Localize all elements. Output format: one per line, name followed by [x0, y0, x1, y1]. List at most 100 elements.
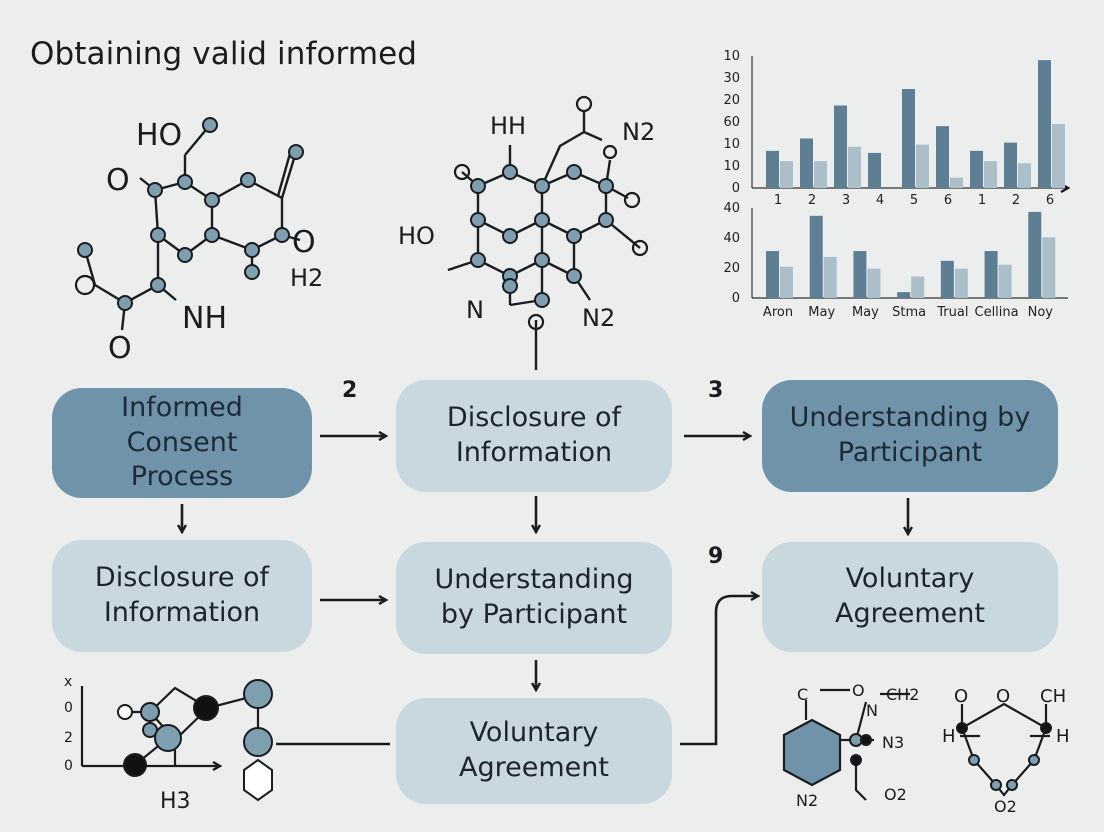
y-tick-label: 40: [723, 231, 740, 246]
y-tick-label: 10: [723, 159, 740, 174]
y-tick-label: 60: [723, 115, 740, 130]
label-n2: N2: [796, 791, 818, 810]
diagram-title: Obtaining valid informed: [30, 36, 418, 72]
label-h: H: [1056, 726, 1070, 747]
box-label: Voluntary Agreement: [459, 717, 609, 783]
x-tick-label: 1: [774, 193, 782, 208]
x-tick-label: 2: [808, 193, 816, 208]
label-n: N: [866, 701, 878, 720]
label-o2: O2: [994, 797, 1017, 816]
y-tick-label: 10: [723, 49, 740, 64]
bar: [766, 251, 779, 298]
molecule-left-labels: HO O O H2 NH O: [106, 118, 323, 366]
box-disclosure-bottom: Disclosure of Information: [52, 540, 312, 652]
molecule-bottom-right-a-nodes: [849, 733, 872, 766]
bar: [950, 177, 963, 188]
bar: [998, 264, 1012, 298]
step-number: 3: [708, 378, 724, 403]
x-tick-label: 2: [1012, 193, 1020, 208]
tick-2: 2: [64, 730, 73, 746]
bar: [916, 144, 929, 188]
molecule-left: [83, 124, 301, 331]
bar: [809, 215, 823, 298]
arrow-b6-b7: [680, 596, 758, 746]
box-voluntary-right: Voluntary Agreement: [762, 542, 1058, 652]
y-tick-label: 0: [732, 181, 740, 196]
y-tick-label: 0: [732, 291, 740, 306]
bar: [1004, 142, 1017, 188]
molecule-center-nodes: [470, 164, 614, 308]
tick-0: 0: [64, 758, 73, 774]
box-label: Disclosure of Information: [446, 402, 622, 468]
bar: [970, 150, 983, 188]
open-node: [74, 274, 96, 296]
bar: [902, 89, 915, 188]
molecule-bottom-right-b: [960, 702, 1050, 797]
x-tick-label: May: [852, 305, 879, 320]
x-tick-label: Trual: [936, 305, 968, 320]
label-ch2: CH2: [886, 685, 919, 704]
y-tick-label: 40: [723, 201, 740, 216]
y-tick-label: 30: [723, 71, 740, 86]
bar: [868, 152, 881, 188]
bar: [940, 260, 954, 298]
box-understanding-top: Understanding by Participant: [762, 380, 1058, 492]
box-label: Understanding by Participant: [789, 402, 1031, 468]
box-disclosure-top: Disclosure of Information: [396, 380, 672, 492]
bar: [1018, 163, 1031, 188]
x-tick-label: Cellina: [975, 305, 1019, 320]
bar: [867, 268, 881, 298]
label-ch: CH: [1040, 686, 1066, 707]
x-tick-label: May: [808, 305, 835, 320]
bar: [1052, 124, 1065, 188]
bar: [1038, 60, 1051, 188]
x-tick-label: Stma: [892, 305, 926, 320]
bar: [1028, 211, 1042, 298]
label-o: O: [996, 686, 1010, 707]
label-n3: N3: [882, 733, 904, 752]
box-understanding-bottom: Understanding by Participant: [396, 542, 672, 654]
molecule-left-nodes: [77, 117, 304, 311]
x-tick-label: 1: [978, 193, 986, 208]
mini-plot-nodes: [117, 679, 273, 802]
label-o: O: [292, 225, 316, 260]
bar: [911, 276, 925, 298]
x-tick-label: 3: [842, 193, 850, 208]
step-number: 9: [708, 544, 724, 569]
y-tick-label: 20: [723, 93, 740, 108]
bar: [800, 138, 813, 188]
bar: [1042, 237, 1056, 298]
bar: [834, 105, 847, 188]
box-label: Informed Consent Process: [121, 392, 243, 493]
molecule-center-labels: HH N2 HO N N2: [398, 112, 655, 332]
bar: [766, 150, 779, 188]
y-tick-label: 20: [723, 261, 740, 276]
label-nh: NH: [182, 301, 227, 336]
step-number: 2: [342, 378, 358, 403]
label-h2: H2: [290, 264, 323, 292]
bar: [780, 266, 793, 298]
box-voluntary-bottom: Voluntary Agreement: [396, 698, 672, 804]
x-tick-label: Aron: [763, 305, 793, 320]
box-label: Voluntary Agreement: [835, 563, 985, 629]
label-h3: H3: [160, 789, 191, 814]
label-hh: HH: [490, 112, 526, 140]
box-informed-consent-process: Informed Consent Process: [52, 388, 312, 498]
mini-plot-labels: x 0 2 0 H3: [64, 674, 191, 814]
label-ho: HO: [136, 118, 182, 153]
bar: [936, 126, 949, 188]
box-label: Understanding by Participant: [434, 564, 634, 630]
axis-label-x: x: [64, 674, 72, 690]
bar: [780, 161, 793, 188]
molecule-bottom-right-b-labels: O O CH H H O2: [942, 686, 1070, 816]
y-tick-label: 10: [723, 137, 740, 152]
bar: [814, 161, 827, 188]
bar: [984, 161, 997, 188]
label-o: O: [108, 331, 132, 366]
molecule-center-open-nodes: [453, 95, 649, 331]
bar: [984, 251, 998, 298]
molecule-bottom-right-a-labels: C O N CH2 N3 N2 O2: [796, 681, 919, 810]
bar: [848, 146, 861, 188]
